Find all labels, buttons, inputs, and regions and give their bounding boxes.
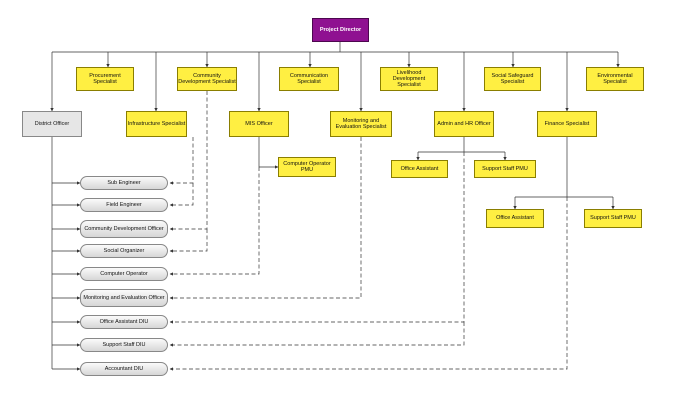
admin-hr-officer-box: Admin and HR Officer: [434, 111, 494, 137]
district-officer-box: District Officer: [22, 111, 82, 137]
monitoring-evaluation-specialist-box: Monitoring and Evaluation Specialist: [330, 111, 392, 137]
finance-specialist-box: Finance Specialist: [537, 111, 597, 137]
office-assistant-finance-box: Office Assistant: [486, 209, 544, 228]
diu-staff-sub-engineer: Sub Engineer: [80, 176, 168, 190]
diu-staff-computer-operator: Computer Operator: [80, 267, 168, 281]
diu-staff-accountant: Accountant DIU: [80, 362, 168, 376]
procurement-specialist-box: Procurement Specialist: [76, 67, 134, 91]
project-director-box: Project Director: [312, 18, 369, 42]
diu-staff-office-assistant: Office Assistant DIU: [80, 315, 168, 329]
support-staff-admin-box: Support Staff PMU: [474, 160, 536, 178]
diu-staff-community-development-officer: Community Development Officer: [80, 220, 168, 238]
infrastructure-specialist-box: Infrastructure Specialist: [126, 111, 187, 137]
diu-staff-field-engineer: Field Engineer: [80, 198, 168, 212]
mis-officer-box: MIS Officer: [229, 111, 289, 137]
office-assistant-admin-box: Office Assistant: [391, 160, 448, 178]
diu-staff-support-staff: Support Staff DIU: [80, 338, 168, 352]
social-safeguard-specialist-box: Social Safeguard Specialist: [484, 67, 541, 91]
diu-staff-monitoring-evaluation-officer: Monitoring and Evaluation Officer: [80, 289, 168, 307]
diu-staff-social-organizer: Social Organizer: [80, 244, 168, 258]
computer-operator-pmu-box: Computer Operator PMU: [278, 157, 336, 177]
communication-specialist-box: Communication Specialist: [279, 67, 339, 91]
livelihood-development-specialist-box: Livelihood Development Specialist: [380, 67, 438, 91]
support-staff-finance-box: Support Staff PMU: [584, 209, 642, 228]
environmental-specialist-box: Environmental Specialist: [586, 67, 644, 91]
community-development-specialist-box: Community Development Specialist: [177, 67, 237, 91]
